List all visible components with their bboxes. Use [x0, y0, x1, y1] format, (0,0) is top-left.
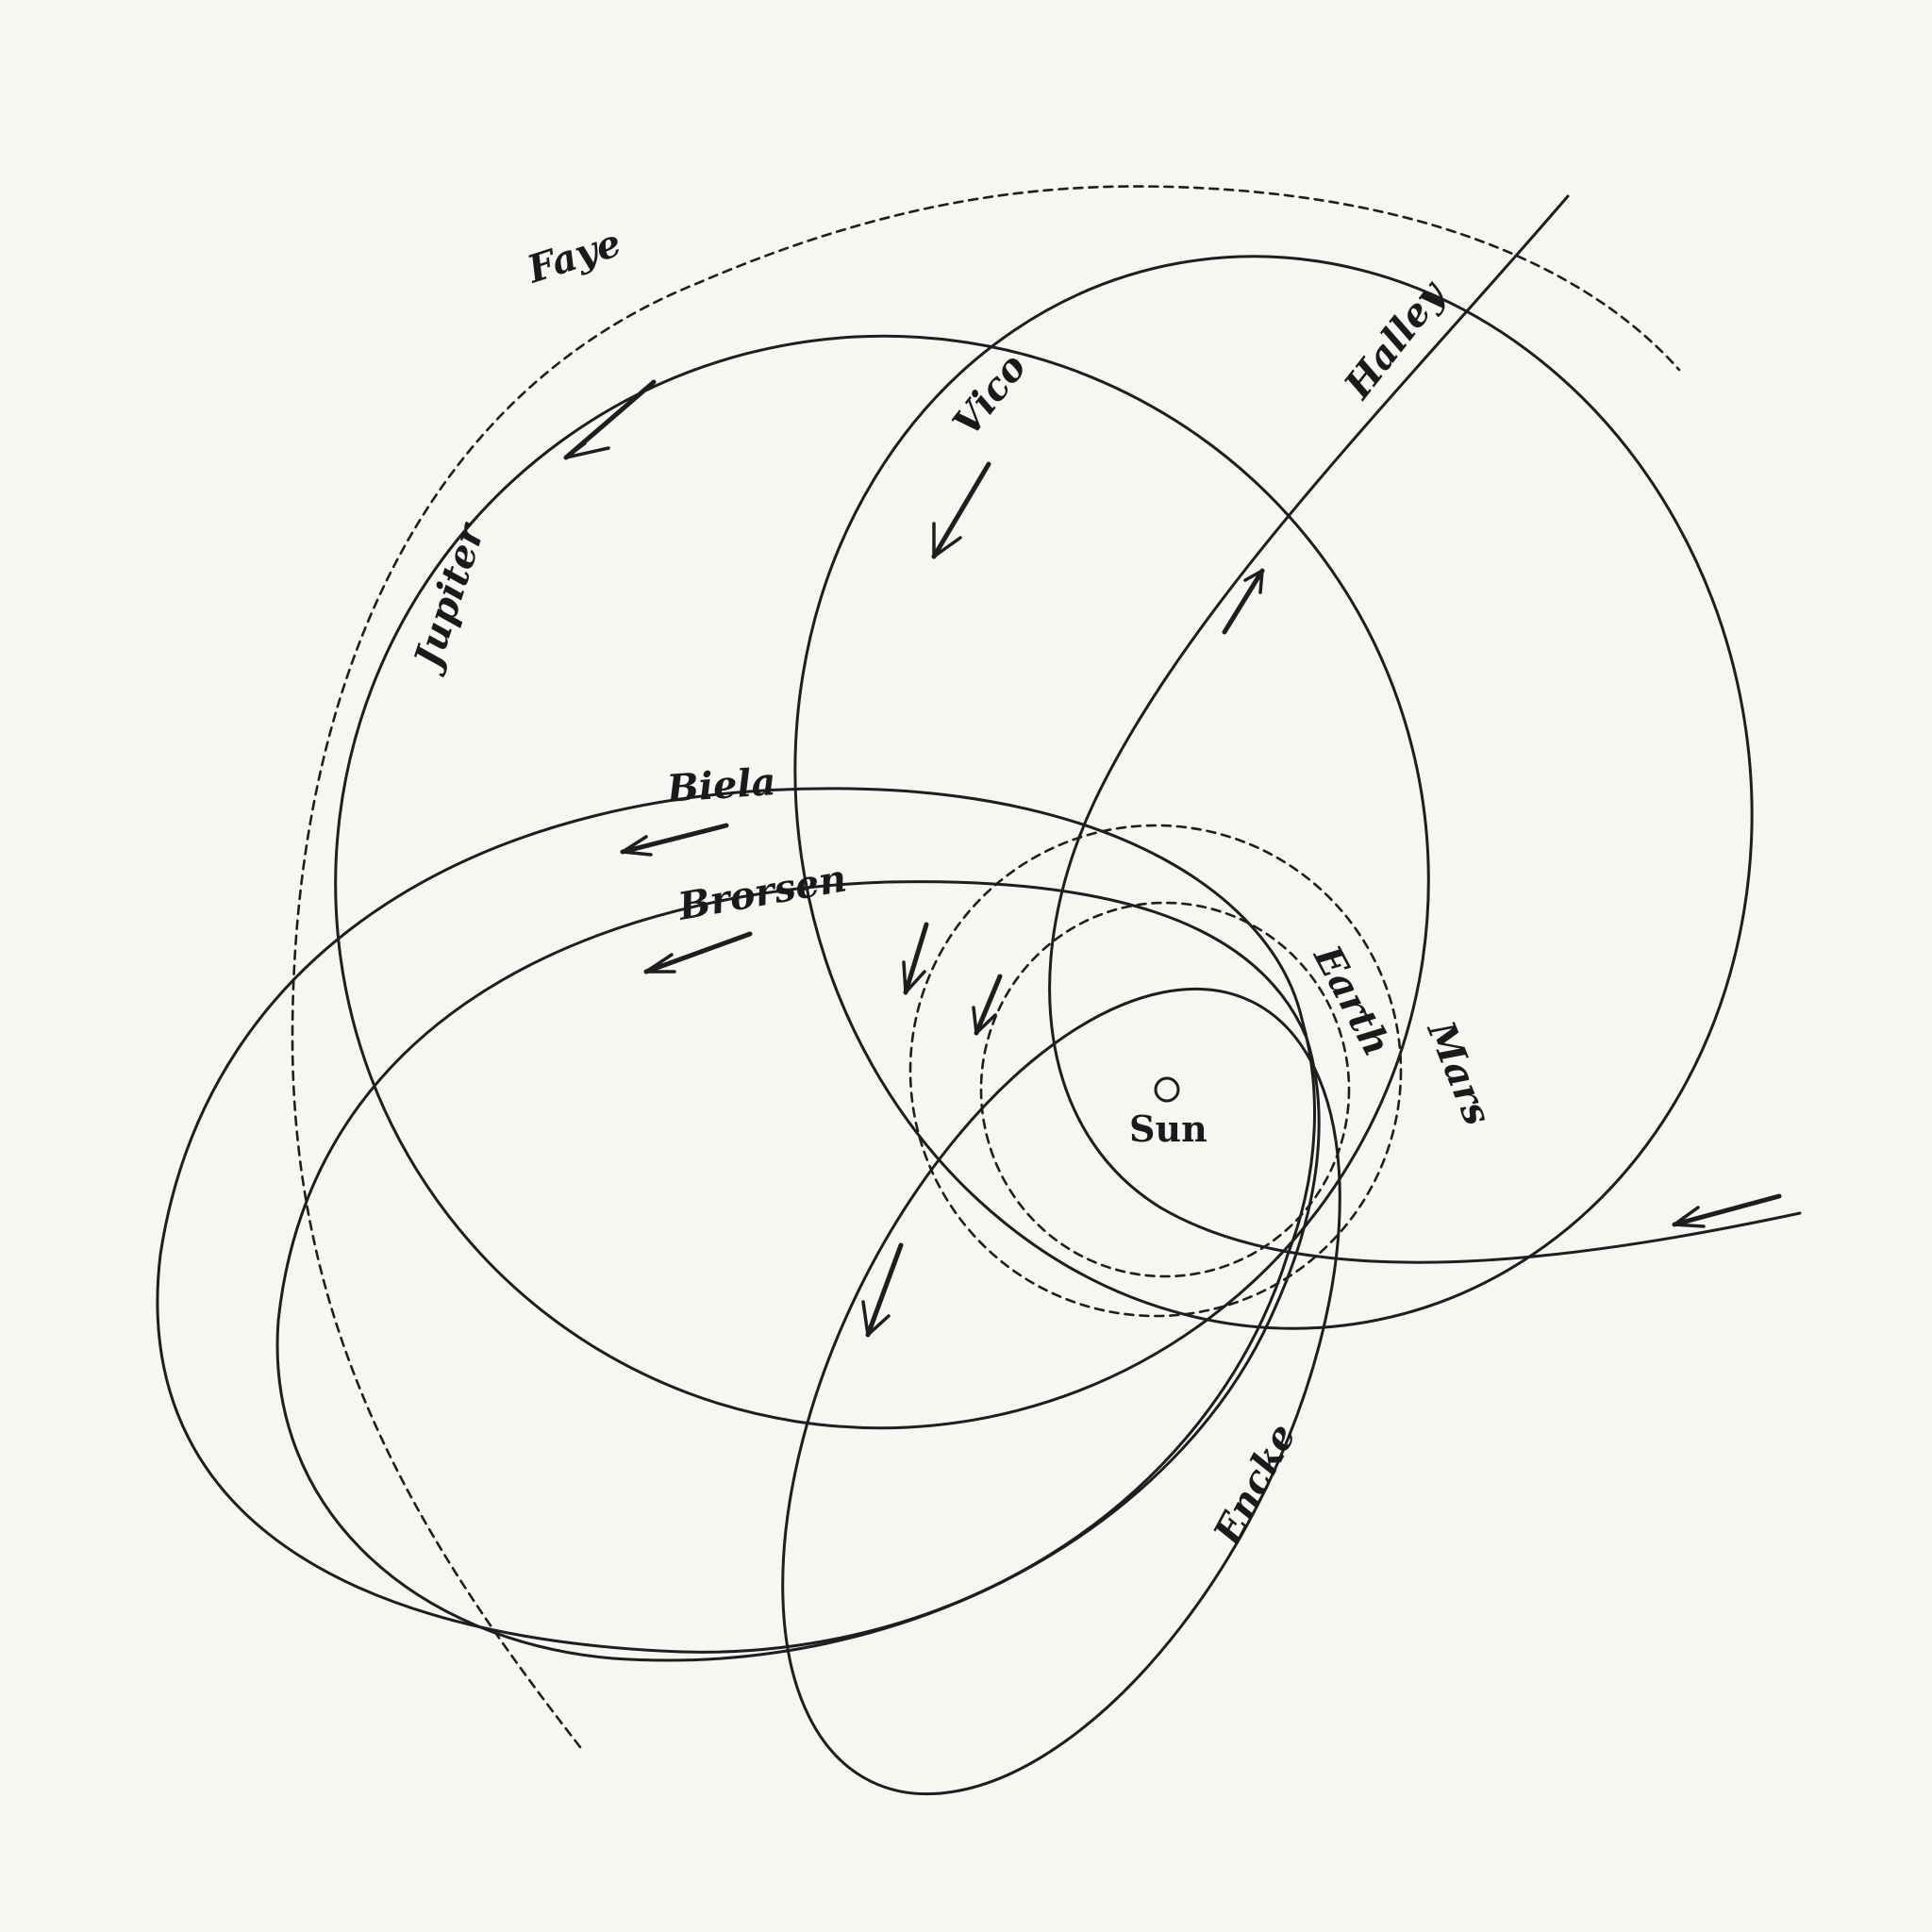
arrow-jupiter [563, 379, 657, 460]
arrow-biela [620, 823, 729, 857]
label-encke: Encke [1205, 1417, 1305, 1553]
arrow-halley-incoming [1672, 1193, 1782, 1228]
sun-icon [1154, 1076, 1180, 1103]
arrow-mars [902, 922, 929, 995]
arrow-halley [1222, 568, 1265, 635]
arrow-brorsen [643, 931, 753, 974]
label-mars: Mars [1418, 1013, 1500, 1131]
orbit-encke [781, 987, 1341, 1796]
orbit-faye [334, 334, 1430, 1430]
arrow-encke [861, 1242, 904, 1338]
label-sun: Sun [1129, 1108, 1208, 1150]
orbit-vico [793, 255, 1754, 1330]
orbit-mars [908, 824, 1403, 1318]
label-biela: Biela [664, 759, 777, 811]
direction-arrows [563, 379, 1782, 1338]
orbit-halley [1048, 194, 1802, 1264]
label-vico: Vico [944, 345, 1035, 444]
orbit-jupiter [291, 185, 1681, 1749]
arrow-vico [931, 461, 991, 559]
label-earth: Earth [1305, 938, 1400, 1063]
arrow-earth [972, 974, 1003, 1036]
label-faye: Faye [522, 221, 626, 292]
label-brorsen: Brorsen [675, 856, 850, 929]
orbit-brorsen [275, 880, 1321, 1662]
orbit-earth [979, 901, 1351, 1278]
orbit-biela [156, 787, 1316, 1654]
label-halley: Halley [1335, 272, 1455, 408]
